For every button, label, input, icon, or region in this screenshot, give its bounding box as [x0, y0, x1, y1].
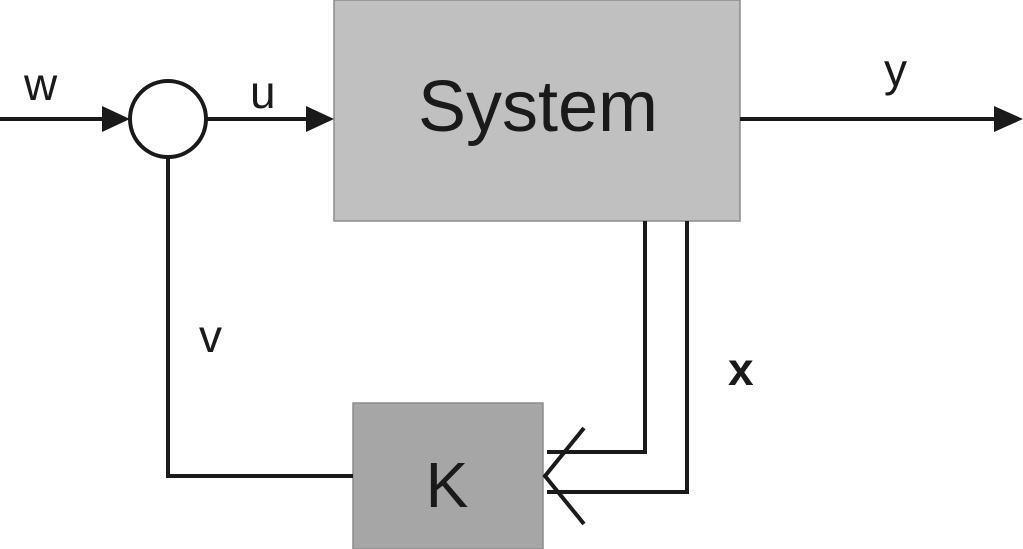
system-block-label: System [418, 67, 658, 147]
summing-junction [128, 79, 208, 159]
input-signal-label: w [23, 58, 58, 110]
input-arrowhead [102, 106, 130, 132]
feedback-signal-line [166, 157, 353, 478]
controller-block-label: K [426, 449, 469, 521]
controller-block [352, 402, 544, 549]
control-signal-label: u [250, 66, 276, 118]
state-vector-line-inner [547, 221, 647, 454]
control-arrowhead [306, 106, 334, 132]
feedback-signal-label: v [199, 310, 222, 362]
state-vector-arrowhead [542, 426, 586, 526]
state-vector-label: x [728, 343, 754, 395]
output-signal-label: y [884, 44, 907, 96]
state-vector-line-outer [547, 221, 689, 494]
system-block [333, 0, 741, 222]
output-arrowhead [994, 106, 1023, 132]
